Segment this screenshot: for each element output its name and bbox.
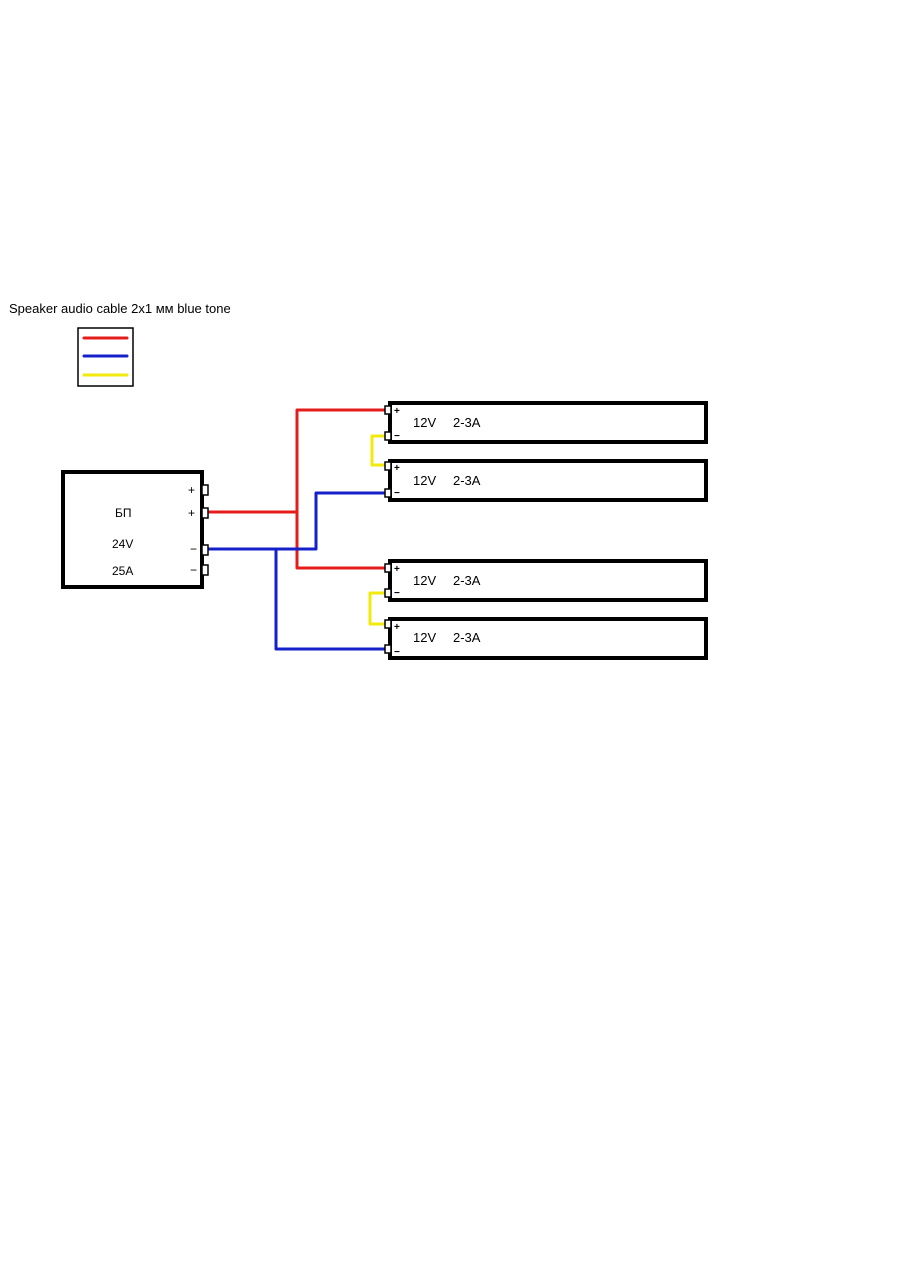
strip-minus-sign: − [394,488,400,499]
strip-voltage: 12V [413,630,436,645]
led-strip: + − 12V 2-3A [384,401,708,444]
led-strip-box [388,617,708,660]
strip-terminal-minus [384,488,392,498]
strip-plus-sign: + [394,463,400,474]
psu-terminal-sign: − [190,542,197,556]
power-supply-name: БП [115,506,132,520]
wires [205,408,389,651]
psu-terminal [201,507,209,519]
led-strip: + − 12V 2-3A [384,559,708,602]
strip-current: 2-3A [453,415,481,430]
legend [77,327,134,387]
bridge-wire-upper [370,434,389,467]
power-supply: БП 24V 25A + + − − [61,470,209,589]
strip-minus-sign: − [394,431,400,442]
diagram-title: Speaker audio cable 2x1 мм blue tone [9,301,231,316]
psu-terminal-sign: + [188,483,195,497]
psu-terminal-sign: + [188,506,195,520]
strip-terminal-minus [384,588,392,598]
strip-plus-sign: + [394,564,400,575]
positive-wire-trunk [295,408,389,570]
negative-wire-lower [274,547,389,651]
strip-current: 2-3A [453,473,481,488]
strip-voltage: 12V [413,573,436,588]
strip-terminal-minus [384,431,392,441]
strip-minus-sign: − [394,588,400,599]
psu-terminal-sign: − [190,563,197,577]
strip-terminal-plus [384,461,392,471]
psu-terminal [201,544,209,556]
led-strip-box [388,559,708,602]
strip-voltage: 12V [413,473,436,488]
strip-terminal-plus [384,405,392,415]
power-supply-voltage: 24V [112,537,133,551]
strip-current: 2-3A [453,630,481,645]
strip-plus-sign: + [394,622,400,633]
strip-terminal-minus [384,644,392,654]
strip-voltage: 12V [413,415,436,430]
strip-terminal-plus [384,563,392,573]
led-strip-box [388,401,708,444]
power-supply-current: 25A [112,564,133,578]
negative-wire-main [205,491,389,551]
led-strip-box [388,459,708,502]
strip-terminal-plus [384,619,392,629]
bridge-wire-lower [368,591,389,626]
strip-current: 2-3A [453,573,481,588]
psu-terminal [201,564,209,576]
power-supply-box [61,470,204,589]
strip-minus-sign: − [394,647,400,658]
psu-terminal [201,484,209,496]
led-strip: + − 12V 2-3A [384,617,708,660]
strip-plus-sign: + [394,406,400,417]
led-strip: + − 12V 2-3A [384,459,708,502]
